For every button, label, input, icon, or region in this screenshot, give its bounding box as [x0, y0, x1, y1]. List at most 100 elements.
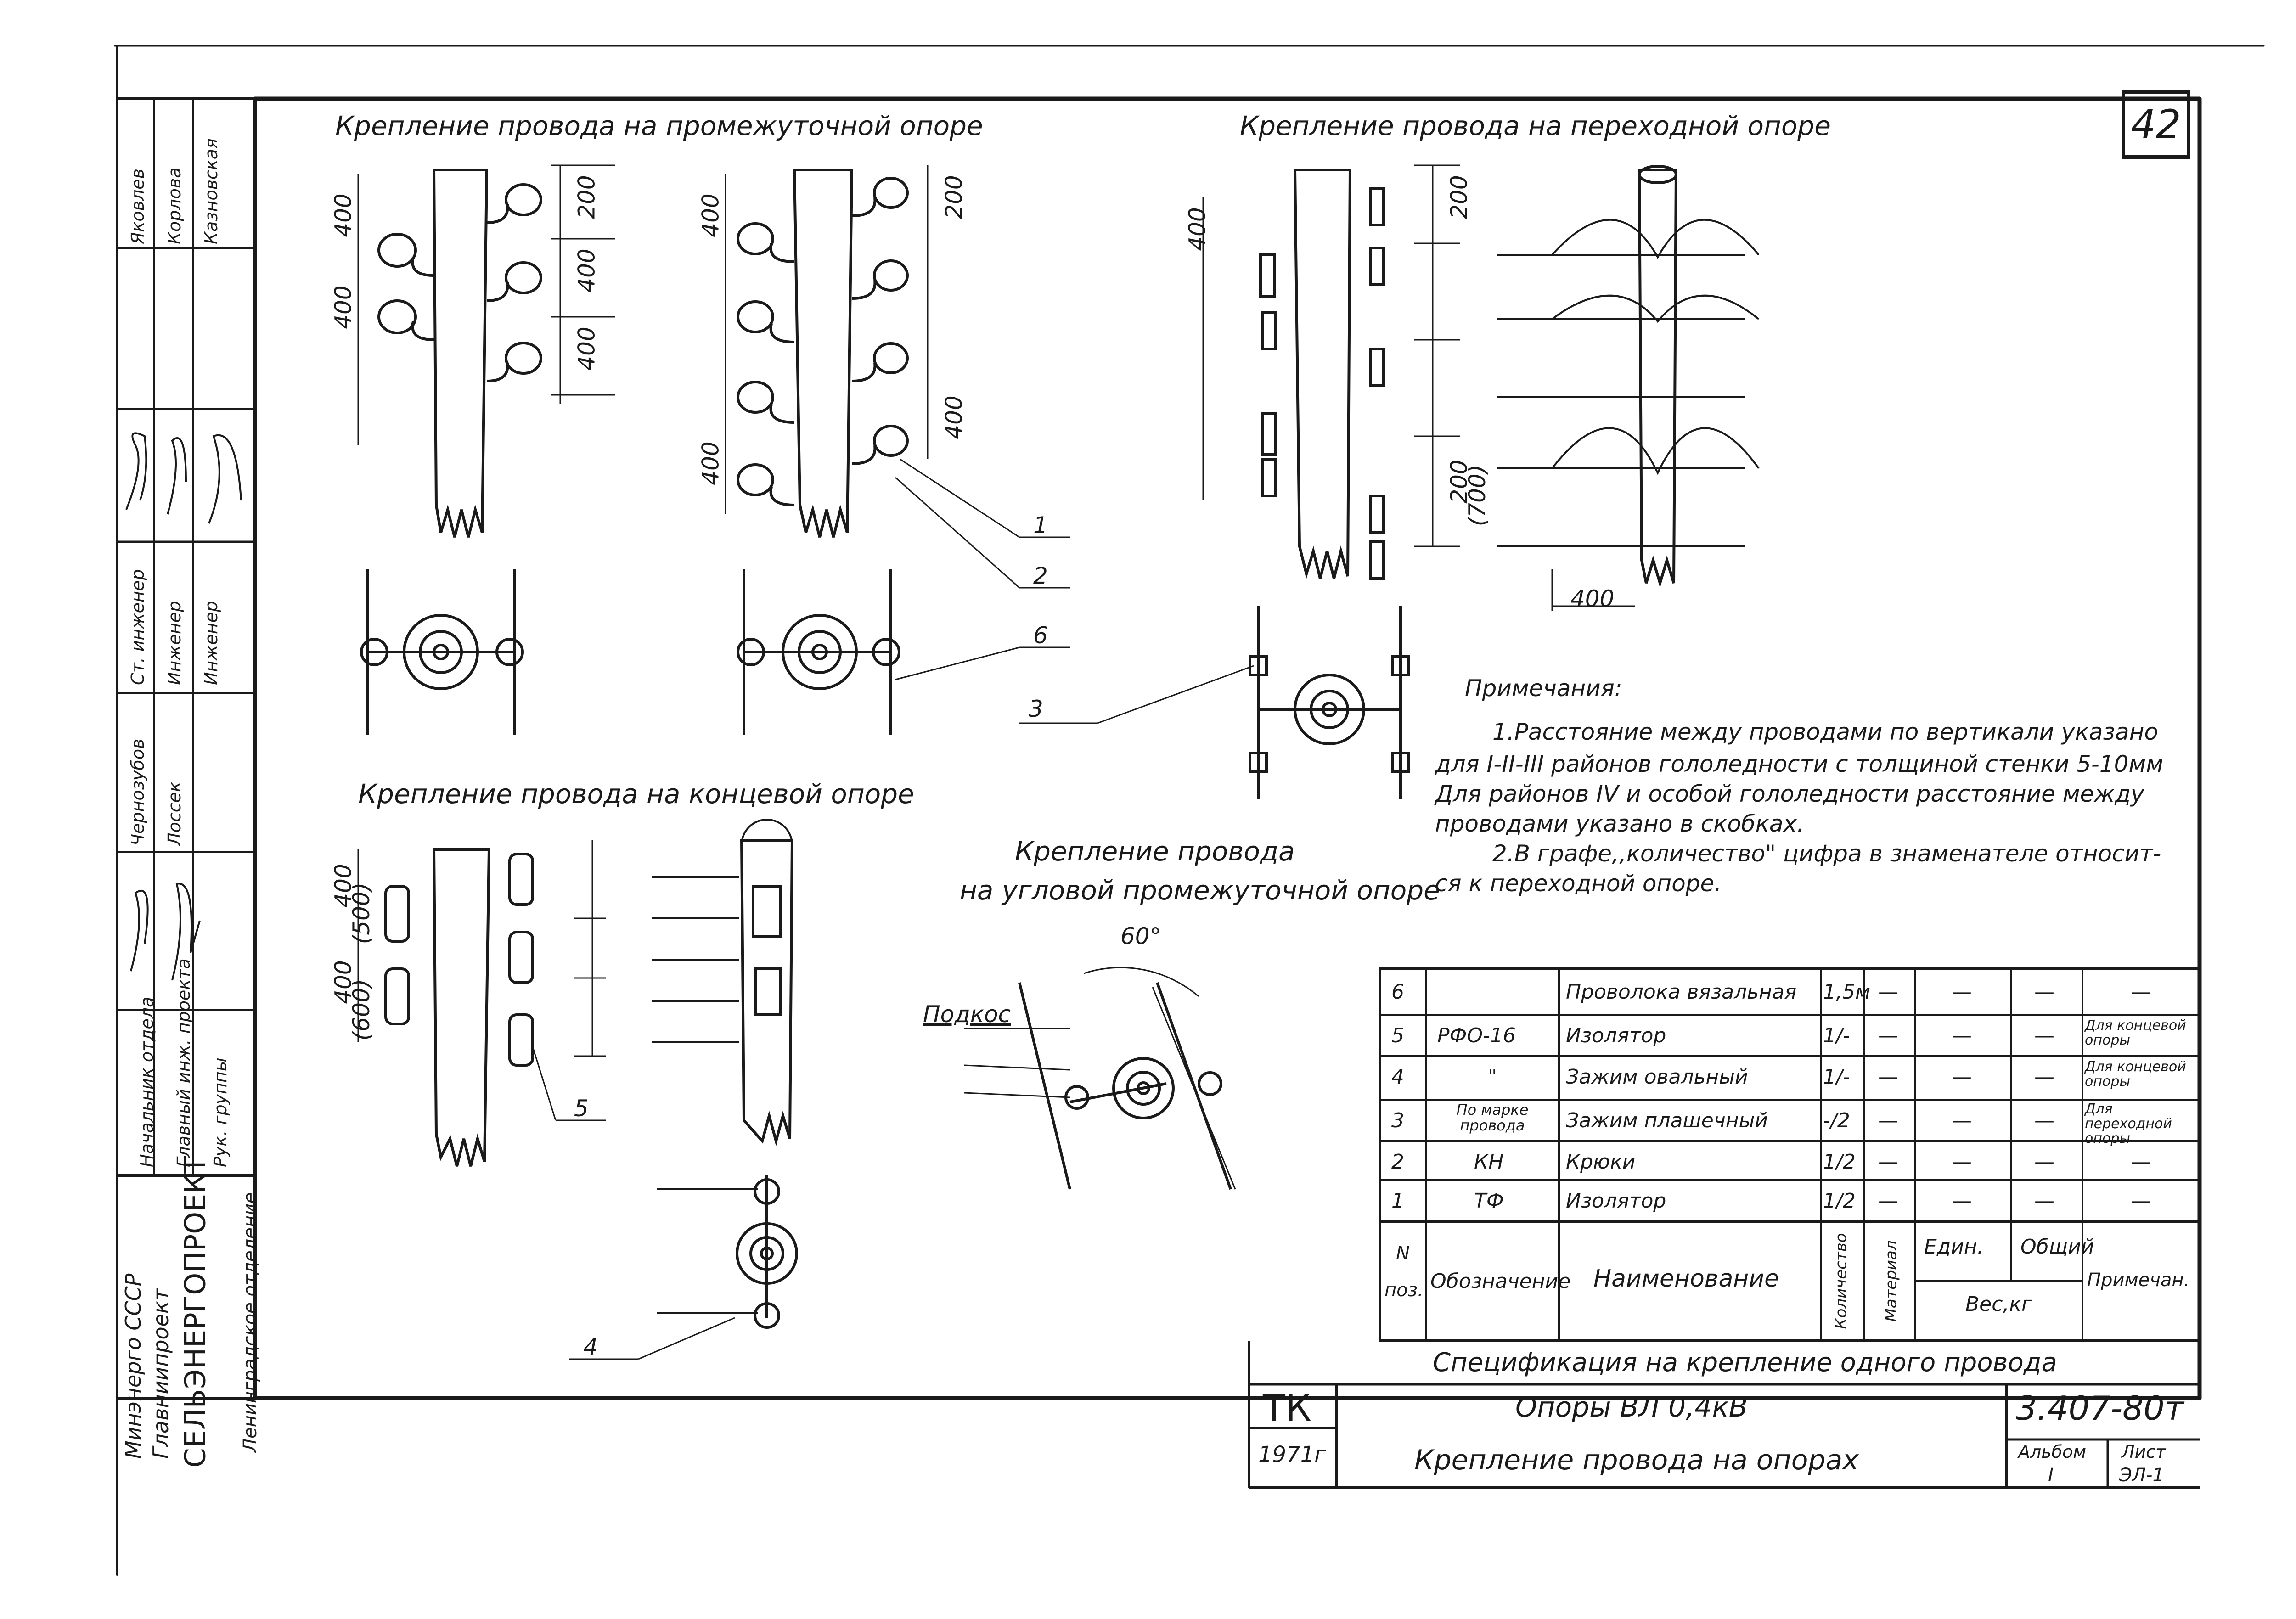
stamp-org3: СЕЛЬЭНЕРГОПРОЕКТ [178, 1156, 212, 1468]
angle-label: 60° [1120, 923, 1161, 950]
stamp-name: Казновская [201, 138, 221, 244]
cell-designation: РФО-16 [1437, 1024, 1516, 1047]
cell-name: Проволока вязальная [1566, 980, 1797, 1004]
cell-material: — [1878, 1150, 1898, 1174]
stamp-name: Яковлев [128, 168, 148, 244]
dim-label: 400 [330, 193, 357, 237]
callout-6: 6 [1033, 622, 1048, 649]
cell-unit-weight: — [1952, 1150, 1972, 1174]
note-line: 1.Расстояние между проводами по вертикал… [1492, 719, 2158, 745]
cell-qty: 1/- [1823, 1065, 1850, 1089]
header-qty: Количество [1832, 1233, 1851, 1329]
callout-4: 4 [583, 1334, 598, 1360]
callout-2: 2 [1033, 562, 1048, 589]
cell-unit-weight: — [1952, 1024, 1972, 1047]
cell-note: Для концевой опоры [2085, 1059, 2186, 1090]
dim-label: 400 [697, 193, 724, 237]
callout-3: 3 [1029, 696, 1043, 722]
cell-unit-weight: — [1952, 980, 1972, 1004]
cell-designation: По марке провода [1456, 1101, 1529, 1134]
title-end-pole: Крепление провода на концевой опоре [358, 778, 914, 810]
signatures-icon [130, 883, 201, 981]
title-block-sheet-value: ЭЛ-1 [2119, 1465, 2164, 1486]
end-pole-diagram [357, 819, 798, 1360]
dim-label: (600) [348, 978, 375, 1041]
dim-label: 400 [330, 285, 357, 329]
dim-label: 400 [573, 326, 600, 371]
stamp-role: Главный инж. проекта [174, 958, 194, 1167]
cell-name: Изолятор [1566, 1189, 1666, 1213]
title-block-album-value: I [2048, 1465, 2054, 1486]
cell-note: — [2131, 1189, 2151, 1213]
angle-pole-diagram [964, 967, 1236, 1190]
cell-note: — [2131, 980, 2151, 1004]
spec-table-grid [1248, 967, 2201, 1489]
cell-material: — [1878, 1189, 1898, 1213]
header-material: Материал [1882, 1240, 1901, 1322]
transition-pole-diagram [1019, 164, 1760, 799]
cell-pos: 5 [1391, 1024, 1404, 1047]
title-block-code: 3.407-80т [2016, 1389, 2184, 1428]
stamp-role: Ст. инженер [128, 569, 148, 685]
cell-pos: 1 [1391, 1189, 1404, 1213]
cell-material: — [1878, 980, 1898, 1004]
cell-name: Зажим овальный [1566, 1065, 1748, 1089]
cell-pos: 3 [1391, 1109, 1404, 1132]
intermediate-pole-diagram [357, 164, 1070, 735]
cell-total-weight: — [2034, 980, 2054, 1004]
cell-name: Зажим плашечный [1566, 1109, 1768, 1132]
dim-label: 200 [573, 175, 600, 219]
note-line: 2.В графе,,количество" цифра в знаменате… [1492, 840, 2161, 867]
title-transition-pole: Крепление провода на переходной опоре [1240, 110, 1831, 141]
title-angle-pole-line2: на угловой промежуточной опоре [960, 875, 1440, 906]
title-block-sheet-label: Лист [2122, 1442, 2166, 1462]
header-pos: N поз. [1384, 1243, 1424, 1301]
cell-material: — [1878, 1109, 1898, 1132]
header-name: Наименование [1593, 1265, 1779, 1293]
stamp-org2: Главниипроект [148, 1288, 173, 1459]
header-unit: Един. [1924, 1235, 1984, 1259]
cell-unit-weight: — [1952, 1189, 1972, 1213]
title-block-year: 1971г [1258, 1442, 1326, 1467]
cell-unit-weight: — [1952, 1109, 1972, 1132]
cell-designation: ТФ [1474, 1189, 1504, 1213]
cell-name: Крюки [1566, 1150, 1636, 1174]
header-designation: Обозначение [1430, 1270, 1571, 1293]
cell-name: Изолятор [1566, 1024, 1666, 1047]
signatures-icon [125, 432, 242, 524]
header-total: Общий [2020, 1235, 2094, 1259]
title-angle-pole-line1: Крепление провода [1015, 836, 1295, 867]
cell-material: — [1878, 1065, 1898, 1089]
cell-note: — [2131, 1150, 2151, 1174]
stamp-org4: Ленинградское отделение [240, 1192, 261, 1452]
title-block-name1: Опоры ВЛ 0,4кВ [1515, 1391, 1748, 1423]
note-line: для I-II-III районов гололедности с толщ… [1435, 751, 2163, 777]
cell-total-weight: — [2034, 1189, 2054, 1213]
cell-qty: 1/2 [1823, 1150, 1856, 1174]
header-weight: Вес,кг [1965, 1293, 2032, 1316]
cell-pos: 6 [1391, 980, 1404, 1004]
stamp-name: Лоссек [164, 781, 185, 846]
sheet-number: 42 [2122, 90, 2190, 159]
dim-label: 400 [697, 441, 724, 485]
note-line: ся к переходной опоре. [1435, 870, 1722, 897]
header-note: Примечан. [2087, 1270, 2190, 1291]
cell-qty: 1/2 [1823, 1189, 1856, 1213]
spec-table-caption: Спецификация на крепление одного провода [1433, 1348, 2057, 1377]
cell-designation: КН [1474, 1150, 1504, 1174]
stamp-role: Начальник отдела [137, 996, 157, 1167]
cell-pos: 4 [1391, 1065, 1404, 1089]
stamp-name: Чернозубов [128, 738, 148, 846]
stamp-role: Рук. группы [210, 1057, 231, 1167]
title-intermediate-pole: Крепление провода на промежуточной опоре [335, 110, 983, 141]
callout-1: 1 [1033, 512, 1048, 539]
title-block-name2: Крепление провода на опорах [1414, 1444, 1859, 1476]
callout-5: 5 [574, 1095, 589, 1122]
dim-label: (500) [348, 882, 375, 944]
stamp-role: Инженер [164, 601, 185, 685]
cell-qty: 1,5м [1823, 980, 1871, 1004]
cell-total-weight: — [2034, 1065, 2054, 1089]
note-line: Для районов IV и особой гололедности рас… [1435, 781, 2144, 807]
cell-material: — [1878, 1024, 1898, 1047]
